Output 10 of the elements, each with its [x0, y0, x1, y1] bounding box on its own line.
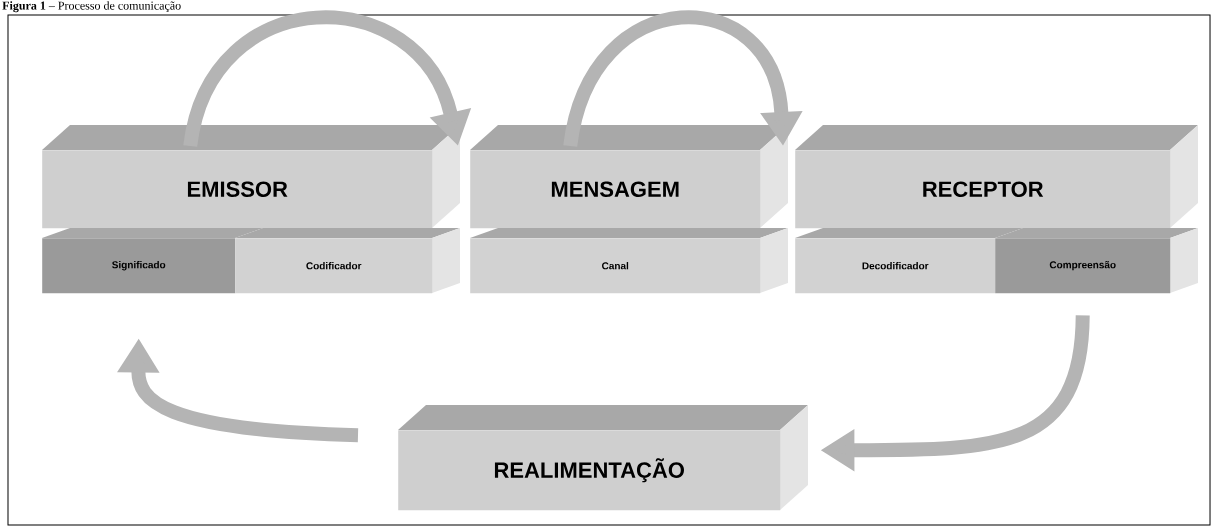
label-bar: Significado	[42, 228, 263, 294]
label-bar: Canal	[470, 228, 788, 294]
figure-title: Figura 1 – Processo de comunicação	[2, 1, 181, 13]
block-3d: REALIMENTAÇÃO	[398, 405, 808, 511]
block-3d: RECEPTOR	[795, 125, 1198, 229]
block-3d: EMISSOR	[42, 125, 460, 229]
block-3d: MENSAGEM	[470, 125, 788, 229]
label-bar: Compreensão	[995, 228, 1198, 294]
label-bar: Decodificador	[795, 228, 1023, 294]
label-bar: Codificador	[235, 228, 460, 294]
